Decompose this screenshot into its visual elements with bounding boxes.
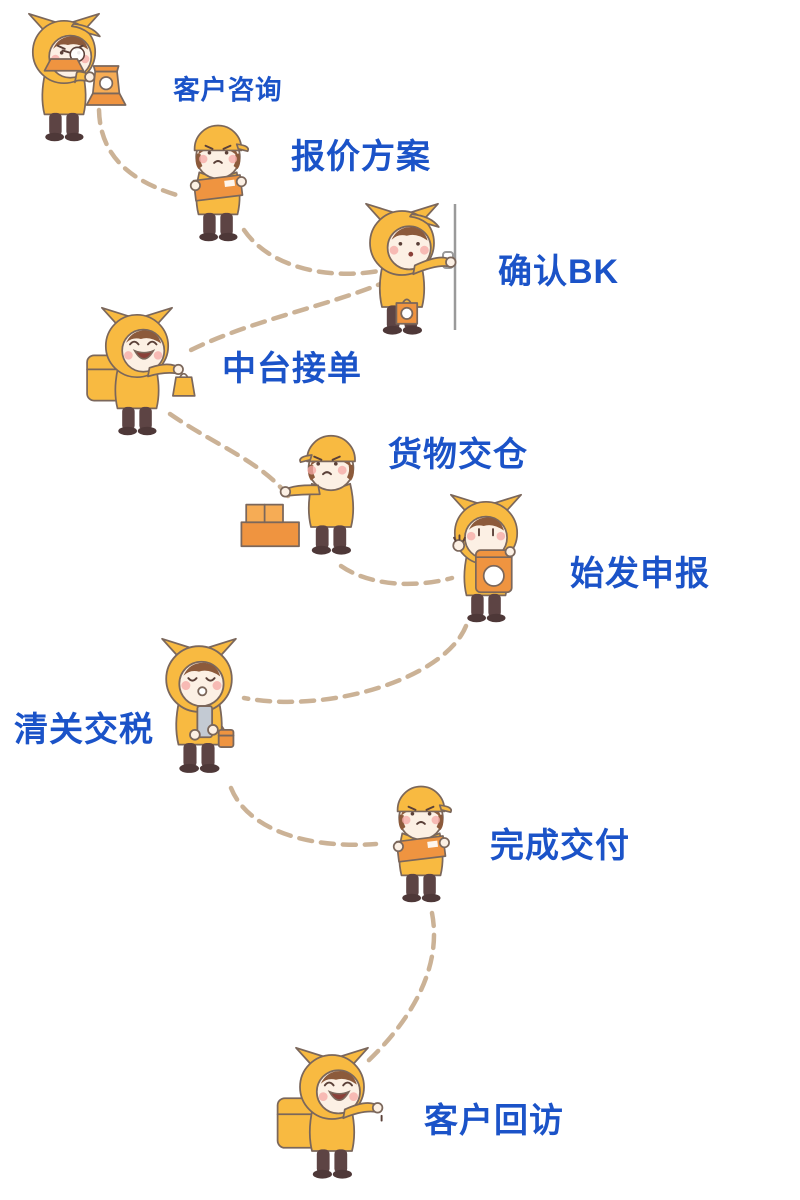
courier-on-telephone: 客户咨询 bbox=[28, 12, 282, 142]
step-customs-clearance-tax: 清关交税 bbox=[14, 637, 237, 773]
connector-2-3 bbox=[241, 227, 387, 277]
step-label-customer-followup: 客户回访 bbox=[424, 1101, 564, 1140]
step-origin-declaration: 始发申报 bbox=[450, 493, 710, 623]
courier-waving bbox=[276, 1046, 384, 1179]
step-complete-delivery: 完成交付 bbox=[392, 785, 630, 903]
lantern-bag-icon bbox=[395, 298, 419, 325]
connector-1-2 bbox=[96, 107, 183, 199]
parcel-box-icon bbox=[192, 174, 244, 202]
step-label-quotation-plan: 报价方案 bbox=[291, 138, 431, 176]
connector-4-5 bbox=[167, 411, 291, 499]
telephone-icon bbox=[43, 58, 127, 106]
hip-bag-icon bbox=[217, 728, 235, 748]
connector-6-7 bbox=[241, 623, 469, 705]
step-quotation-plan: 报价方案 bbox=[189, 124, 431, 242]
courier-carrying-box bbox=[189, 124, 250, 242]
step-customer-followup: 客户回访 bbox=[276, 1046, 564, 1179]
step-confirm-bk: 确认BK bbox=[365, 202, 619, 335]
courier-pointing-boxes bbox=[240, 435, 356, 555]
connector-5-6 bbox=[338, 563, 455, 587]
courier-with-backpack-bag bbox=[86, 306, 196, 436]
stacked-boxes-icon bbox=[240, 503, 300, 548]
connector-8-9 bbox=[363, 910, 437, 1066]
connector-3-4 bbox=[184, 277, 393, 355]
step-label-customer-inquiry: 客户咨询 bbox=[173, 75, 282, 105]
courier-carrying-box bbox=[392, 785, 453, 903]
courier-checking-phone bbox=[161, 637, 237, 773]
parcel-bag-icon bbox=[475, 549, 513, 594]
step-label-complete-delivery: 完成交付 bbox=[490, 826, 630, 865]
step-label-midplatform-order: 中台接单 bbox=[222, 350, 362, 388]
connector-7-8 bbox=[228, 785, 379, 847]
courier-ringing-doorbell bbox=[365, 202, 457, 335]
parcel-box-icon bbox=[395, 835, 447, 863]
courier-holding-parcel-bag bbox=[450, 493, 522, 623]
step-label-cargo-to-warehouse: 货物交仓 bbox=[388, 435, 528, 474]
telephone-icon bbox=[85, 65, 127, 106]
step-label-confirm-bk: 确认BK bbox=[498, 253, 619, 291]
handbag-icon bbox=[172, 372, 196, 397]
step-cargo-to-warehouse: 货物交仓 bbox=[240, 435, 528, 555]
step-label-origin-declaration: 始发申报 bbox=[570, 555, 710, 593]
step-midplatform-order: 中台接单 bbox=[86, 306, 362, 436]
step-label-customs-clearance-tax: 清关交税 bbox=[14, 710, 154, 749]
